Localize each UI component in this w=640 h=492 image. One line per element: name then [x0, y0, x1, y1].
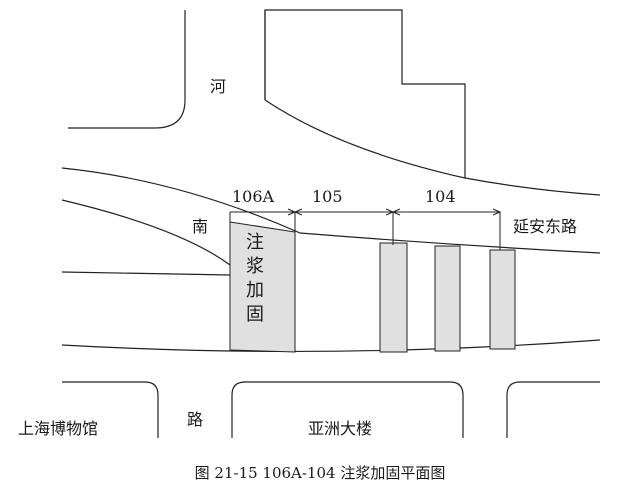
label-yanan-road: 延安东路 [513, 217, 577, 236]
bottom-road-left [62, 381, 159, 438]
label-shanghai-museum: 上海博物馆 [18, 419, 98, 438]
label-road-char: 路 [187, 410, 203, 429]
segment-label-105: 105 [312, 187, 343, 206]
approach-line-1 [61, 167, 601, 254]
segment-label-106a: 106A [232, 187, 275, 206]
building-outline-top [264, 9, 466, 178]
grout-label-char-4: 固 [246, 304, 264, 325]
grout-label-char-1: 注 [246, 232, 264, 253]
bottom-block-yazhou [231, 381, 464, 438]
dimension-tick-5 [492, 208, 502, 216]
bottom-road-right [506, 381, 600, 438]
approach-line-2 [61, 199, 231, 266]
grout-strip-3 [489, 249, 516, 350]
label-yazhou-building: 亚洲大楼 [308, 419, 372, 438]
grout-strip-2 [434, 245, 461, 352]
segment-label-104: 104 [425, 187, 456, 206]
dimension-tick-4 [391, 208, 401, 216]
henan-road-edge-left [68, 10, 186, 129]
label-nan-char: 南 [192, 217, 208, 236]
grout-label-char-3: 加 [246, 280, 264, 301]
yanan-road-south-edge [61, 339, 601, 353]
grout-strip-1 [379, 242, 408, 353]
yanan-road-north-edge [264, 99, 601, 196]
dimension-tick-2 [293, 208, 303, 216]
approach-line-3 [61, 271, 231, 276]
label-river-char: 河 [210, 77, 226, 96]
figure-caption: 图 21-15 106A-104 注浆加固平面图 [195, 464, 446, 482]
grout-label-char-2: 浆 [246, 256, 264, 277]
